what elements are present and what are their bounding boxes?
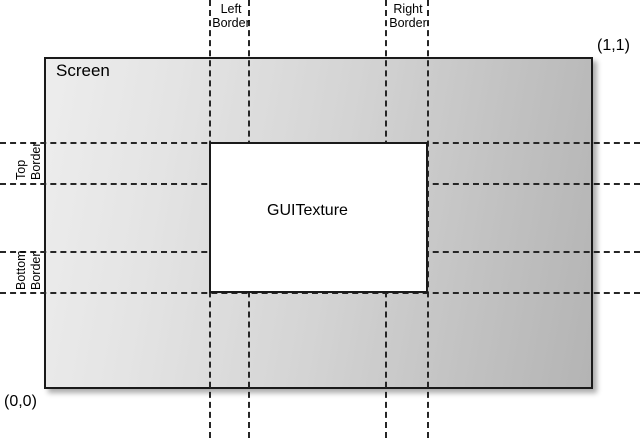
top-border-label-line2: Border (29, 142, 43, 180)
bottom-border-label-line1: Bottom (14, 250, 28, 290)
screen-label: Screen (56, 61, 110, 80)
horizontal-guide-bottom-border-outer (0, 292, 640, 294)
coordinate-label-bottom-left: (0,0) (4, 393, 37, 410)
right-border-label-line1: Right (393, 2, 423, 16)
guitexture-label: GUITexture (267, 202, 348, 219)
guitexture-rectangle (209, 142, 428, 293)
coordinate-label-top-right: (1,1) (597, 37, 630, 54)
left-border-label: Left Border (212, 2, 250, 30)
right-border-label-line2: Border (389, 16, 427, 30)
top-border-label-line1: Top (14, 159, 28, 180)
right-border-label: Right Border (388, 2, 428, 30)
left-border-label-line2: Border (212, 16, 250, 30)
bottom-border-label-line2: Border (29, 252, 43, 290)
vertical-guide-right-border-outer (427, 0, 429, 438)
left-border-label-line1: Left (220, 2, 242, 16)
